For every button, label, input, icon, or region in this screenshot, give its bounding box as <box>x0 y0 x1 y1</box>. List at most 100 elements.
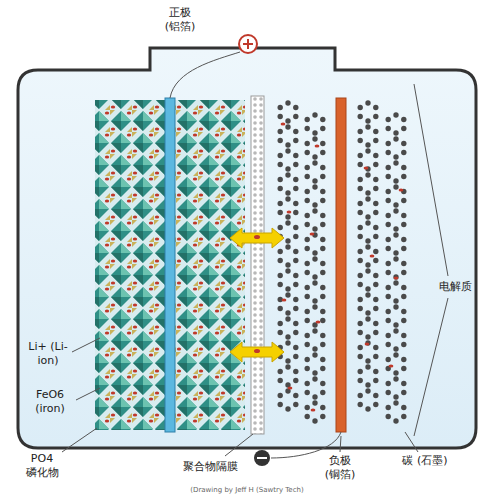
carbon-atom <box>386 213 391 218</box>
carbon-atom <box>365 118 370 123</box>
lithium-ion <box>254 235 260 239</box>
copper-foil <box>336 98 346 432</box>
carbon-atom <box>365 124 370 129</box>
carbon-atom <box>386 189 391 194</box>
carbon-atom <box>386 342 391 347</box>
lithium-ion <box>311 408 316 411</box>
carbon-atom <box>393 154 398 159</box>
carbon-atom <box>285 220 290 225</box>
iron-label: FeO6 (iron) <box>26 388 74 416</box>
terminal-label: 正极 (铝箔) <box>156 6 204 34</box>
carbon-atom <box>285 124 290 129</box>
carbon-atom <box>285 166 290 171</box>
carbon-atom <box>365 292 370 297</box>
carbon-atom <box>365 196 370 201</box>
carbon-atom <box>320 414 325 419</box>
lithium-ion <box>370 254 375 257</box>
carbon-atom <box>365 388 370 393</box>
carbon-atom <box>365 172 370 177</box>
carbon-atom <box>285 238 290 243</box>
carbon-atom <box>373 153 378 158</box>
carbon-atom <box>320 141 325 146</box>
carbon-atom <box>312 160 317 165</box>
carbon-atom <box>320 237 325 242</box>
carbon-atom <box>393 160 398 165</box>
carbon-atom <box>285 334 290 339</box>
lithium-ion <box>282 298 287 301</box>
carbon-atom <box>358 258 363 263</box>
carbon-atom <box>365 358 370 363</box>
carbon-atom <box>373 273 378 278</box>
carbon-atom <box>386 357 391 362</box>
carbon-atom <box>393 352 398 357</box>
carbon-atom <box>312 274 317 279</box>
lithium-ion <box>287 210 292 213</box>
carbon-atom <box>293 129 298 134</box>
carbon-atom <box>293 321 298 326</box>
carbon-atom <box>278 129 283 134</box>
carbon-atom <box>373 258 378 263</box>
carbon-atom <box>320 150 325 155</box>
carbon-atom <box>312 178 317 183</box>
watermark: (Drawing by Jeff H (Sawtry Tech) <box>147 486 347 495</box>
carbon-atom <box>393 418 398 423</box>
lithium-ion <box>288 386 293 389</box>
carbon-atom <box>386 405 391 410</box>
carbon-atom <box>365 268 370 273</box>
carbon-atom <box>305 270 310 275</box>
carbon-atom <box>285 244 290 249</box>
carbon-atom <box>293 105 298 110</box>
carbon-atom <box>386 285 391 290</box>
carbon-atom <box>358 210 363 215</box>
carbon-atom <box>401 357 406 362</box>
carbon-atom <box>278 330 283 335</box>
carbon-atom <box>320 198 325 203</box>
carbon-atom <box>320 165 325 170</box>
carbon-atom <box>293 153 298 158</box>
carbon-atom <box>358 402 363 407</box>
carbon-atom <box>312 346 317 351</box>
carbon-atom <box>401 246 406 251</box>
carbon-atom <box>305 261 310 266</box>
carbon-atom <box>312 136 317 141</box>
carbon-atom <box>373 129 378 134</box>
carbon-atom <box>393 274 398 279</box>
carbon-atom <box>373 306 378 311</box>
carbon-atom <box>293 297 298 302</box>
carbon-atom <box>365 364 370 369</box>
carbon-atom <box>305 390 310 395</box>
battery-casing <box>18 48 476 448</box>
carbon-atom <box>305 246 310 251</box>
carbon-atom <box>401 342 406 347</box>
carbon-atom <box>401 405 406 410</box>
carbon-atom <box>365 316 370 321</box>
carbon-atom <box>305 342 310 347</box>
carbon-atom <box>393 130 398 135</box>
carbon-atom <box>358 306 363 311</box>
carbon-atom <box>312 112 317 117</box>
carbon-atom <box>293 345 298 350</box>
carbon-atom <box>312 226 317 231</box>
carbon-atom <box>358 354 363 359</box>
carbon-atom <box>373 186 378 191</box>
carbon-atom <box>401 390 406 395</box>
carbon-atom <box>401 318 406 323</box>
carbon-atom <box>305 126 310 131</box>
carbon-atom <box>365 334 370 339</box>
carbon-atom <box>305 366 310 371</box>
carbon-atom <box>312 370 317 375</box>
carbon-atom <box>293 138 298 143</box>
carbon-atom <box>358 369 363 374</box>
carbon-atom <box>386 294 391 299</box>
carbon-atom <box>312 250 317 255</box>
carbon-atom <box>386 165 391 170</box>
carbon-atom <box>393 322 398 327</box>
carbon-atom <box>293 369 298 374</box>
carbon-atom <box>386 126 391 131</box>
carbon-atom <box>285 190 290 195</box>
carbon-atom <box>373 297 378 302</box>
carbon-atom <box>401 126 406 131</box>
carbon-atom <box>278 282 283 287</box>
carbon-atom <box>386 261 391 266</box>
